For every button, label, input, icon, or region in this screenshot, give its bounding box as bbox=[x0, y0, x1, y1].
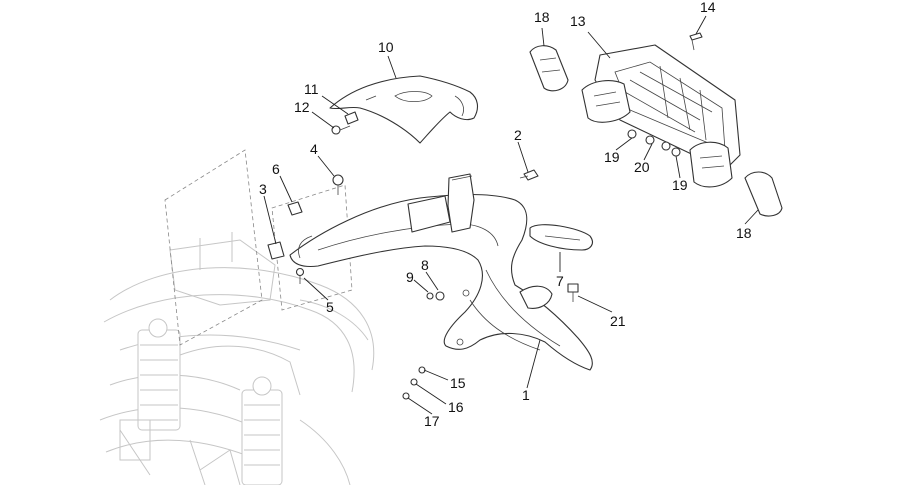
assembly-guides bbox=[164, 149, 353, 346]
callout-8: 8 bbox=[421, 257, 429, 273]
callout-19-left: 19 bbox=[604, 149, 620, 165]
callout-6: 6 bbox=[272, 161, 280, 177]
callout-10: 10 bbox=[378, 39, 394, 55]
leader-lines bbox=[263, 15, 759, 415]
callout-9: 9 bbox=[406, 269, 414, 285]
callout-21: 21 bbox=[610, 313, 626, 329]
callout-4: 4 bbox=[310, 141, 318, 157]
callout-16: 16 bbox=[448, 399, 464, 415]
callout-20: 20 bbox=[634, 159, 650, 175]
part-1-rear-mudguard bbox=[289, 173, 593, 371]
part-7-light-lens bbox=[529, 224, 593, 251]
callout-18-bottom: 18 bbox=[736, 225, 752, 241]
part-10-tail-cover bbox=[329, 75, 479, 144]
part-18-reflector-bottom bbox=[744, 171, 783, 217]
callout-1: 1 bbox=[522, 387, 530, 403]
callout-17: 17 bbox=[424, 413, 440, 429]
fasteners bbox=[267, 32, 703, 400]
callout-12: 12 bbox=[294, 99, 310, 115]
callout-13: 13 bbox=[570, 13, 586, 29]
part-13-plate-bracket bbox=[581, 44, 741, 188]
callout-19-right: 19 bbox=[672, 177, 688, 193]
callout-3: 3 bbox=[259, 181, 267, 197]
callout-11: 11 bbox=[304, 81, 319, 97]
callout-2: 2 bbox=[514, 127, 522, 143]
callout-7: 7 bbox=[556, 273, 564, 289]
background-frame-ghost bbox=[99, 232, 375, 485]
callout-5: 5 bbox=[326, 299, 334, 315]
callout-labels: 1 2 3 4 5 6 7 8 9 10 11 12 13 14 15 16 1… bbox=[259, 0, 752, 429]
part-18-reflector-top bbox=[529, 45, 569, 92]
callout-14: 14 bbox=[700, 0, 716, 15]
callout-18-top: 18 bbox=[534, 9, 550, 25]
callout-15: 15 bbox=[450, 375, 466, 391]
